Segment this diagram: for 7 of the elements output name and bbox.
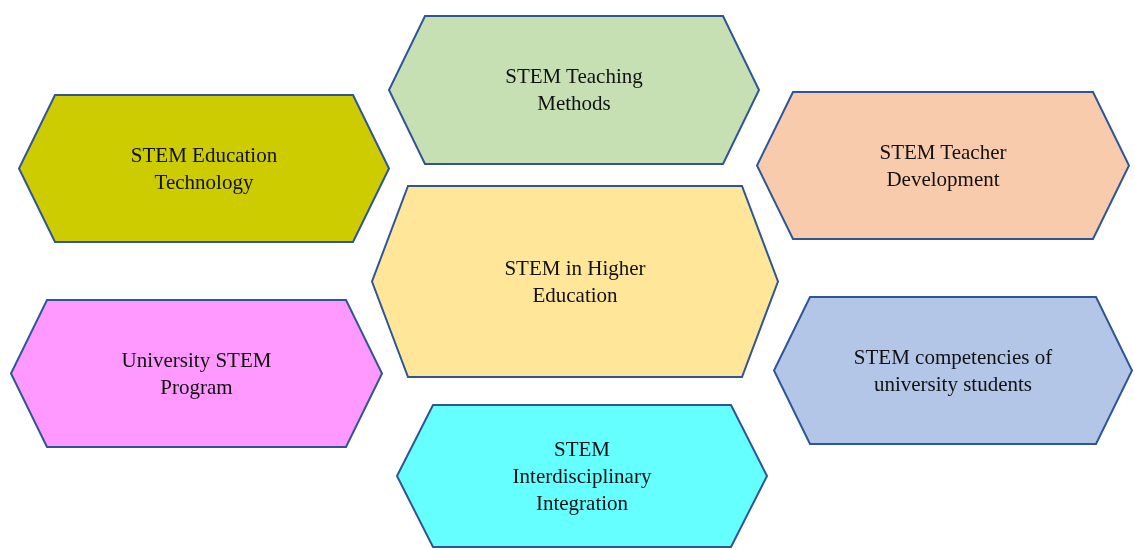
node-label: STEM Education Technology xyxy=(129,141,279,196)
node-label: STEM competencies of university students xyxy=(852,343,1054,398)
node-label: University STEM Program xyxy=(120,346,273,401)
node-label: STEM in Higher Education xyxy=(503,254,647,309)
node-label: STEM Teaching Methods xyxy=(504,63,644,117)
node-label: STEM Interdisciplinary Integration xyxy=(511,435,653,517)
node-label: STEM Teacher Development xyxy=(878,138,1008,193)
